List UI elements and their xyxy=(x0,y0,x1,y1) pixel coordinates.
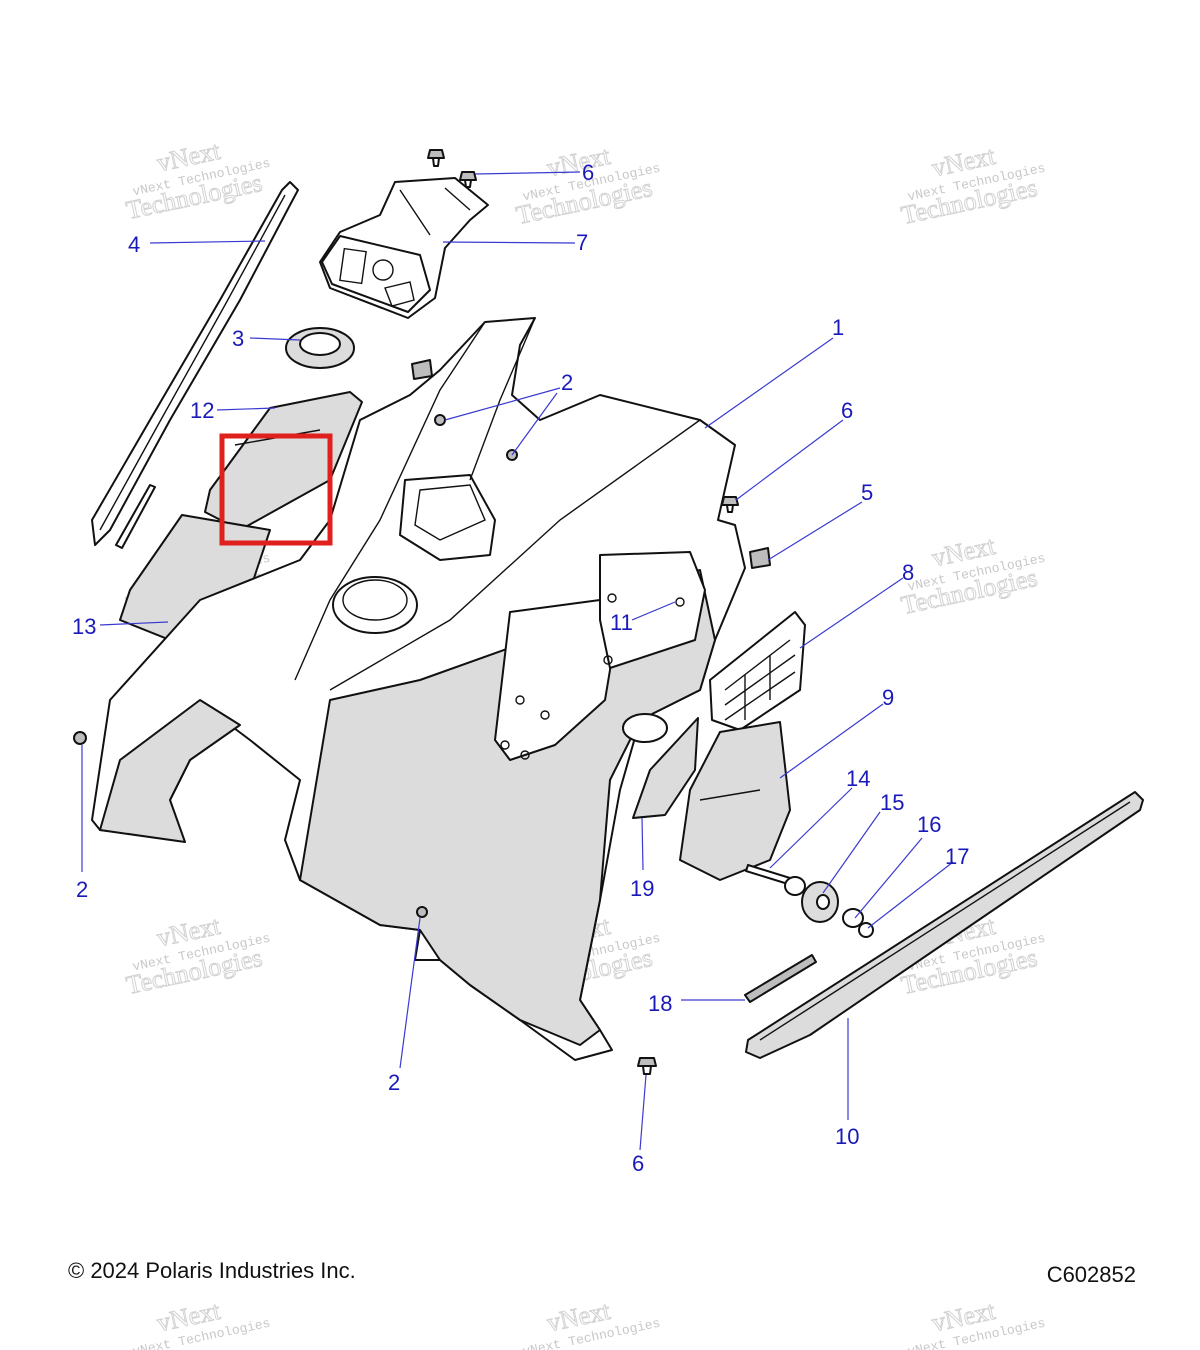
callout-18: 18 xyxy=(648,991,672,1016)
bolt-2-c[interactable] xyxy=(73,731,87,745)
watermark-7: vNext vNext Technologies Technologies xyxy=(123,910,272,1000)
parts xyxy=(73,149,1144,1075)
callout-11: 11 xyxy=(610,610,633,635)
callout-5: 5 xyxy=(861,480,873,505)
figure-code: C602852 xyxy=(1046,1262,1136,1287)
callout-7: 7 xyxy=(576,230,588,255)
part-7-gauge-pod[interactable] xyxy=(319,177,489,319)
leader-lines xyxy=(81,171,954,1151)
part-3-grommet[interactable] xyxy=(285,327,355,369)
callout-8: 8 xyxy=(902,560,914,585)
callout-12: 12 xyxy=(190,398,214,423)
part-14-bolt[interactable] xyxy=(745,864,791,885)
copyright-text: © 2024 Polaris Industries Inc. xyxy=(68,1258,356,1283)
clip-nut-top[interactable] xyxy=(411,359,433,380)
part-18-strip[interactable] xyxy=(744,954,817,1003)
part-19-curved-panel[interactable] xyxy=(632,717,699,819)
bolt-2-a[interactable] xyxy=(434,414,446,426)
callout-19: 19 xyxy=(630,876,654,901)
part-10-side-rail[interactable] xyxy=(745,791,1144,1059)
callout-4: 4 xyxy=(128,232,140,257)
bolt-2-b[interactable] xyxy=(506,449,518,461)
callout-13: 13 xyxy=(72,614,96,639)
callout-2-top: 2 xyxy=(561,370,573,395)
watermark-6: vNext vNext Technologies Technologies xyxy=(898,530,1047,620)
part-9-side-shield[interactable] xyxy=(679,721,791,881)
callout-16: 16 xyxy=(917,812,941,837)
callout-2-left: 2 xyxy=(76,877,88,902)
callout-10: 10 xyxy=(835,1124,859,1149)
watermark-3: vNext vNext Technologies Technologies xyxy=(898,140,1047,230)
callout-6-bottom: 6 xyxy=(632,1151,644,1176)
fastener-6-lower[interactable] xyxy=(637,1057,657,1075)
fastener-top-2[interactable] xyxy=(459,171,477,188)
part-15-spacer[interactable] xyxy=(784,876,806,896)
callout-1: 1 xyxy=(832,315,844,340)
callouts: 4 3 12 13 6 7 1 2 6 5 8 11 9 14 15 16 17… xyxy=(72,160,969,1176)
callout-14: 14 xyxy=(846,766,870,791)
watermark-10: vNext vNext Technologies xyxy=(131,1295,271,1350)
part-4-trim-strip[interactable] xyxy=(91,181,299,549)
callout-17: 17 xyxy=(945,844,969,869)
part-1-console-body[interactable] xyxy=(91,317,746,1061)
watermark-11: vNext vNext Technologies xyxy=(521,1295,661,1350)
watermark-12: vNext vNext Technologies xyxy=(906,1295,1046,1350)
highlight-box xyxy=(219,433,333,546)
callout-9: 9 xyxy=(882,685,894,710)
callout-3: 3 xyxy=(232,326,244,351)
part-15-washer[interactable] xyxy=(801,881,839,923)
part-8-vent-grille[interactable] xyxy=(709,611,806,731)
bolt-2-d[interactable] xyxy=(416,906,428,918)
fastener-6-upper[interactable] xyxy=(721,496,739,513)
callout-15: 15 xyxy=(880,790,904,815)
part-5-clip-nut[interactable] xyxy=(749,547,771,569)
fastener-top-1[interactable] xyxy=(427,149,445,167)
callout-6-top: 6 xyxy=(582,160,594,185)
callout-2-bottom: 2 xyxy=(388,1070,400,1095)
watermark-1: vNext vNext Technologies Technologies xyxy=(123,135,272,225)
callout-6-mid: 6 xyxy=(841,398,853,423)
